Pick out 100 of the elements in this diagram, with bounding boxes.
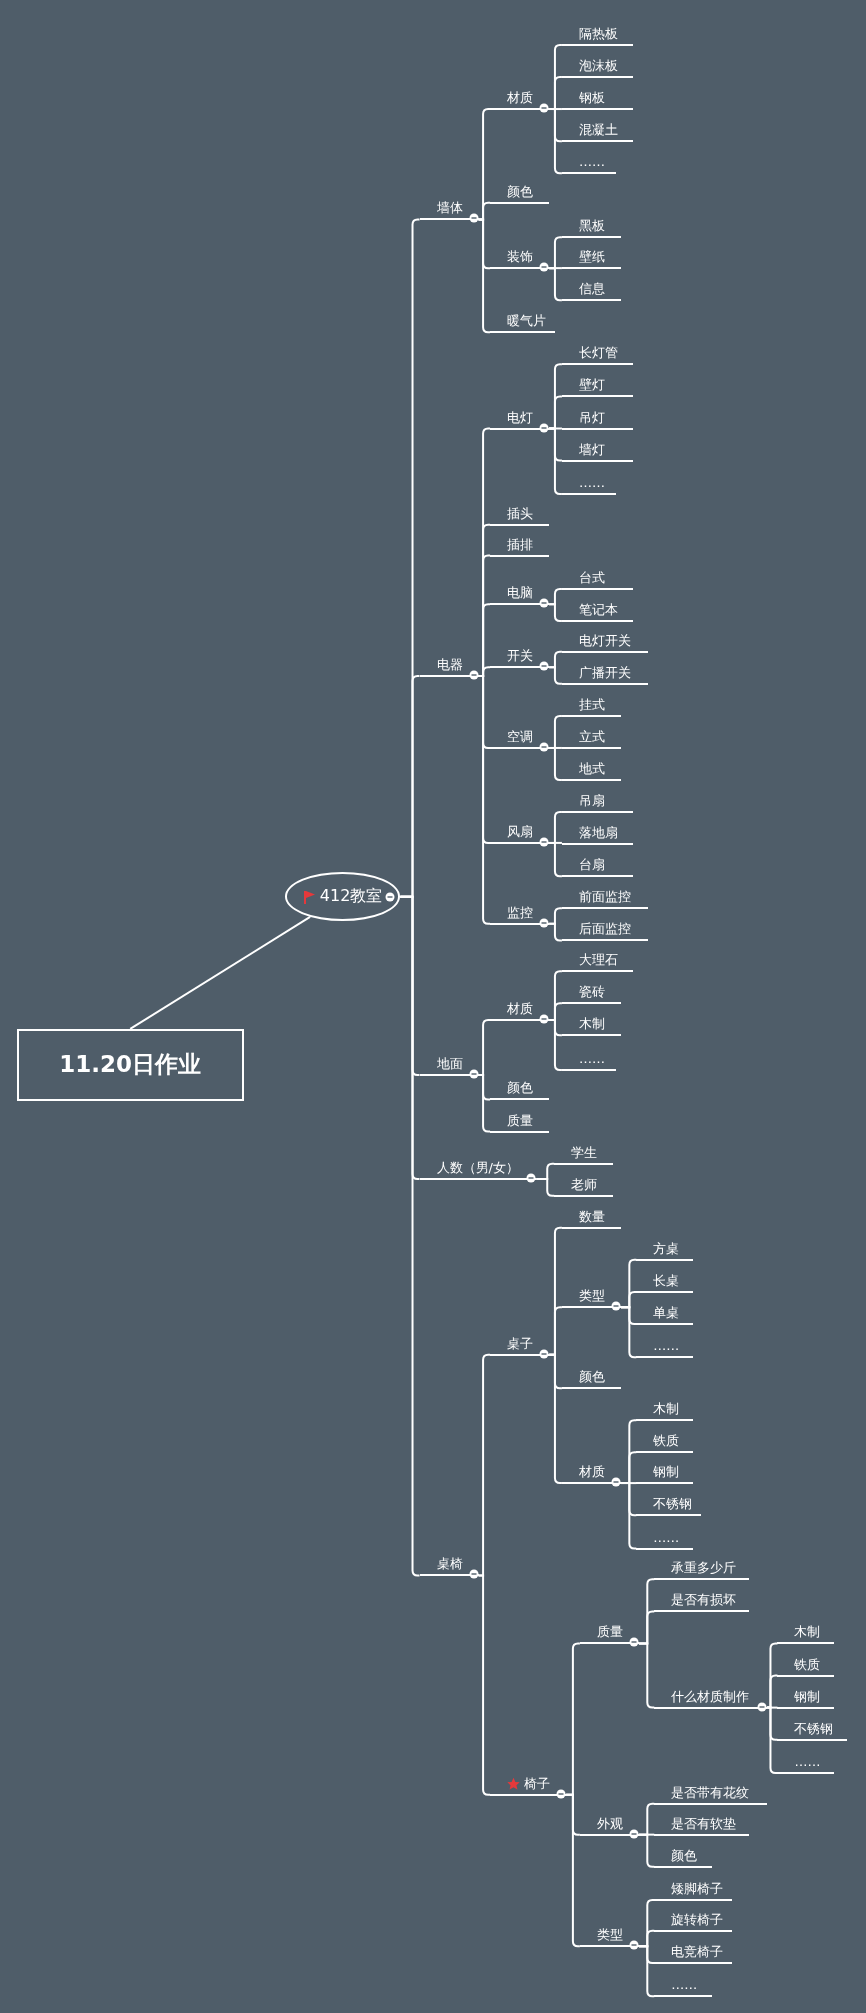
topic-label: 笔记本 [561,599,633,622]
topic-label: 混凝土 [561,120,633,143]
topic-label: 数量 [561,1206,621,1229]
connector-line [129,915,312,1030]
topic-label: 台扇 [561,855,633,878]
topic-label: 质量 [579,1622,639,1645]
topic-label: 壁灯 [561,375,633,398]
topic-label: 电脑 [490,583,550,606]
topic-label: 广播开关 [561,662,648,685]
connector-line [548,267,563,302]
connector-line [766,1706,779,1775]
title-box: 11.20日作业 [16,1028,244,1101]
topic-label: 钢板 [561,88,633,111]
topic-label: 材质 [490,998,550,1021]
topic-label: 桌子 [490,1333,550,1356]
topic-label: 电灯开关 [561,630,648,653]
topic-label: …… [777,1752,834,1775]
connector-line [637,1642,656,1709]
connector-line [548,603,563,622]
topic-label: 铁质 [636,1431,693,1454]
topic-label: 单桌 [636,1303,693,1325]
topic-label: 学生 [554,1142,614,1165]
topic-text: 椅子 [524,1774,551,1793]
topic-label: …… [561,152,616,175]
topic-label: …… [654,1975,712,1998]
topic-ellipse [284,872,401,922]
connector-line [548,427,563,495]
topic-label: 木制 [636,1399,693,1422]
topic-label: 台式 [561,567,633,590]
topic-label: 立式 [561,726,621,749]
topic-label: 颜色 [490,181,550,204]
connector-line [399,895,421,1577]
topic-label: 风扇 [490,821,550,844]
topic-label: 吊灯 [561,407,633,430]
topic-label: 是否有软垫 [654,1813,750,1836]
topic-label: 木制 [561,1014,621,1037]
topic-label: 挂式 [561,694,621,717]
topic-label: 装饰 [490,247,550,270]
topic-label: 方桌 [636,1238,693,1261]
topic-label: 不锈钢 [636,1494,702,1517]
topic-label: 落地扇 [561,823,633,846]
topic-label: 旋转椅子 [654,1909,733,1932]
topic-label: 大理石 [561,950,633,973]
topic-label: 空调 [490,726,550,749]
topic-label: 钢制 [636,1462,693,1485]
topic-label: …… [561,472,616,495]
topic-label: 是否有损坏 [654,1590,750,1613]
topic-label: …… [636,1527,693,1550]
topic-label: 类型 [561,1286,621,1309]
topic-label: 隔热板 [561,23,633,46]
topic-label: 电竞椅子 [654,1941,733,1964]
topic-label: 插头 [490,503,550,526]
topic-label: 颜色 [654,1845,712,1868]
topic-label: 钢制 [777,1686,834,1709]
topic-label: 材质 [490,88,550,111]
topic-label: 电器 [419,655,479,678]
topic-label: 插排 [490,534,550,557]
topic-label: 长灯管 [561,343,633,366]
connector-line [565,1793,581,1948]
topic-label: 瓷砖 [561,982,621,1005]
topic-label: 人数（男/女） [419,1158,537,1181]
connector-line [548,1353,563,1485]
topic-label: 什么材质制作 [654,1686,768,1709]
topic-label: 老师 [554,1174,614,1197]
topic-label: 地面 [419,1054,479,1077]
topic-label: …… [561,1049,616,1071]
topic-text: 412教室 [319,886,383,908]
topic-label: 壁纸 [561,247,621,270]
topic-label: 墙体 [419,198,479,221]
connector-line [548,922,563,942]
topic-label: 类型 [579,1925,639,1948]
topic-label: 地式 [561,759,621,782]
topic-label: 暖气片 [490,311,556,334]
connector-line [548,666,563,685]
topic-label: 泡沫板 [561,55,633,78]
topic-label: 黑板 [561,216,621,239]
topic-label: 矮脚椅子 [654,1879,733,1902]
topic-label: 铁质 [777,1654,834,1677]
connector-line [535,1178,556,1197]
topic-label: 长桌 [636,1270,693,1293]
topic-label: 电灯 [490,407,550,430]
topic-label: 材质 [561,1462,621,1485]
topic-label: 前面监控 [561,887,648,910]
topic-label: 监控 [490,902,550,925]
connector-line [766,1674,779,1709]
topic-label: 不锈钢 [777,1718,847,1741]
topic-label: 桌椅 [419,1554,479,1577]
connector-line [637,1945,656,1998]
topic-label: …… [636,1336,693,1359]
connector-line [477,1574,492,1796]
topic-label: 墙灯 [561,439,633,462]
topic-label: 外观 [579,1813,639,1836]
topic-label: 木制 [777,1622,834,1645]
topic-label: 颜色 [490,1078,550,1101]
topic-label: 开关 [490,646,550,669]
topic-label: 后面监控 [561,919,648,942]
topic-label: 是否带有花纹 [654,1782,768,1805]
connector-line [619,1482,638,1550]
topic-label: 信息 [561,279,621,302]
connector-line [477,218,492,334]
